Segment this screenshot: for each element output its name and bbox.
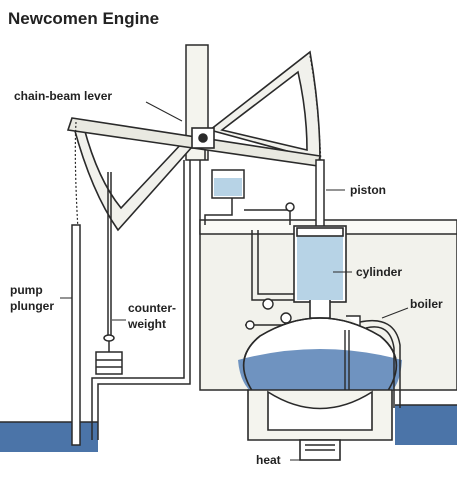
furnace [247,389,393,461]
feed-pipe [359,320,401,408]
pump-plunger-rod [71,224,81,446]
counterweight [95,172,123,375]
cistern-water-right [395,404,457,445]
label-counterweight-line2: weight [127,317,166,331]
label-chain-beam-lever: chain-beam lever [14,89,112,103]
label-pump-plunger-line2: plunger [10,299,54,313]
mine-water-reservoir [0,421,98,452]
diagram-title: Newcomen Engine [8,9,159,28]
label-boiler: boiler [410,297,443,311]
beam-chains [74,55,323,231]
chain-beam-lever [66,50,321,232]
label-counterweight-line1: counter- [128,301,176,315]
water-supply-tank [204,169,245,225]
cylinder [293,225,347,319]
label-cylinder: cylinder [356,265,402,279]
label-pump-plunger-line1: pump [10,283,43,297]
piston-rod [315,159,325,231]
label-heat: heat [256,453,281,467]
boiler [238,317,402,396]
label-piston: piston [350,183,386,197]
leader-lines [60,101,409,461]
injection-pipe [244,202,300,301]
